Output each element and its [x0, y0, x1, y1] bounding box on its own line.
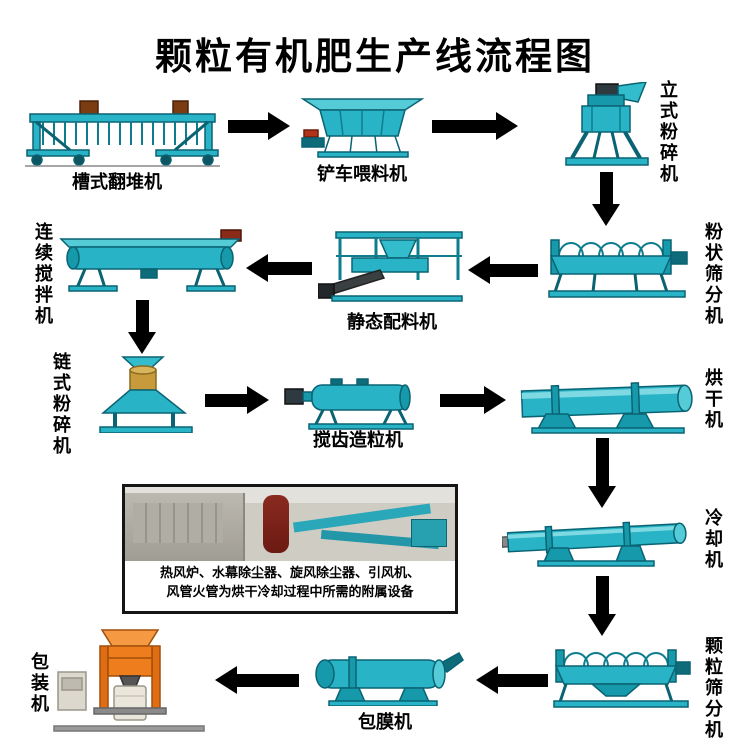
machine-stirring-granulator: [283, 374, 433, 437]
inset-caption-line1: 热风炉、水幕除尘器、旋风除尘器、引风机、: [159, 565, 420, 580]
machine-powder-screener: [545, 226, 693, 305]
stirring-granulator-illustration: [284, 378, 414, 430]
label-cooler: 冷却机: [703, 508, 723, 571]
arrow-granule-screener-to-coating: [476, 666, 548, 694]
arrow-chain-crusher-to-granulator: [205, 386, 269, 414]
machine-static-batcher: [317, 228, 466, 309]
arrow-feeder-to-crusher: [432, 112, 518, 140]
label-granule-screener: 颗粒筛分机: [703, 636, 723, 741]
arrow-granulator-to-dryer: [440, 386, 506, 414]
arrow-dryer-to-cooler: [588, 438, 616, 508]
inset-caption: 热风炉、水幕除尘器、旋风除尘器、引风机、 风管火管为烘干冷却过程中所需的附属设备: [125, 561, 455, 602]
machine-vertical-crusher: [560, 81, 655, 175]
label-dryer: 烘干机: [703, 368, 723, 431]
packing-machine-illustration: [53, 629, 205, 732]
powder-screener-illustration: [548, 239, 688, 298]
arrow-crusher-to-powder-screener: [592, 172, 620, 226]
arrow-mixer-to-chain-crusher: [128, 300, 156, 354]
label-chain-crusher: 链式粉碎机: [51, 352, 71, 457]
granule-screener-illustration: [553, 649, 691, 708]
machine-coating: [305, 648, 465, 711]
loader-feeder-illustration: [300, 98, 425, 158]
label-powder-screener: 粉状筛分机: [703, 222, 723, 327]
label-trough-turner: 槽式翻堆机: [72, 172, 162, 192]
label-stirring-granulator: 搅齿造粒机: [313, 430, 403, 450]
auxiliary-equipment-photo: [125, 487, 455, 561]
cooler-illustration: [501, 521, 687, 567]
label-coating: 包膜机: [358, 712, 412, 732]
label-packing: 包装机: [29, 652, 49, 715]
label-loader-feeder: 铲车喂料机: [317, 164, 407, 184]
arrow-cooler-to-granule-screener: [588, 576, 616, 636]
machine-chain-crusher: [95, 355, 200, 438]
label-static-batcher: 静态配料机: [347, 312, 437, 332]
coating-machine-illustration: [315, 651, 464, 707]
label-vertical-crusher: 立式粉碎机: [658, 80, 678, 185]
vertical-crusher-illustration: [565, 81, 649, 166]
static-batcher-illustration: [317, 231, 463, 302]
machine-trough-turner: [25, 88, 220, 173]
arrow-turner-to-feeder: [228, 112, 290, 140]
chain-crusher-illustration: [99, 356, 193, 434]
machine-granule-screener: [552, 638, 694, 717]
arrow-batcher-to-mixer: [246, 254, 312, 282]
photo-building: [125, 493, 245, 561]
photo-draft-fan: [411, 519, 447, 547]
arrow-coating-to-packing: [215, 666, 299, 694]
auxiliary-equipment-inset: 热风炉、水幕除尘器、旋风除尘器、引风机、 风管火管为烘干冷却过程中所需的附属设备: [122, 484, 458, 614]
arrow-powder-screener-to-batcher: [468, 256, 538, 284]
label-continuous-mixer: 连续搅拌机: [33, 222, 53, 327]
inset-caption-line2: 风管火管为烘干冷却过程中所需的附属设备: [166, 583, 414, 599]
machine-cooler: [501, 512, 697, 575]
trough-turner-illustration: [25, 100, 220, 167]
machine-continuous-mixer: [55, 226, 245, 301]
continuous-mixer-illustration: [59, 229, 242, 292]
page-title: 颗粒有机肥生产线流程图: [155, 37, 595, 78]
machine-loader-feeder: [300, 94, 425, 164]
machine-packing: [52, 628, 207, 738]
machine-dryer: [520, 372, 695, 439]
photo-cyclone-vessel: [263, 495, 289, 553]
dryer-illustration: [520, 382, 693, 434]
